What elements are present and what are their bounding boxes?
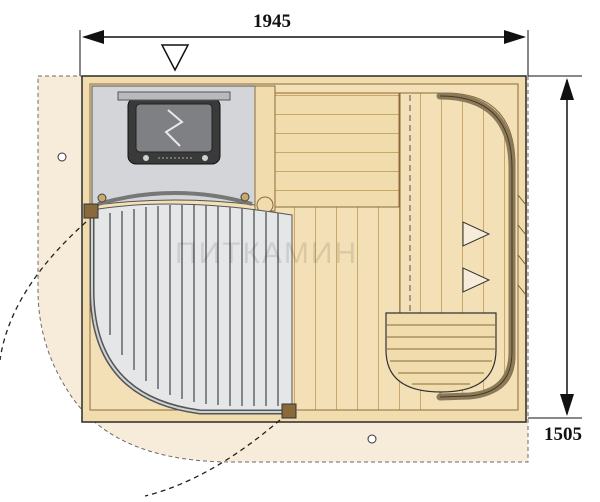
duckboard [109, 205, 279, 406]
lower-bench [274, 92, 400, 208]
door-swing-left [0, 221, 87, 361]
watermark: ПИТКАМИН [175, 237, 358, 270]
sauna-heater-icon [117, 91, 231, 165]
step-stool [385, 312, 497, 393]
triangle-down-icon [160, 44, 190, 72]
triangle-right-icon [462, 221, 491, 247]
heater-guard [97, 191, 253, 206]
width-dimension: 1945 [79, 11, 529, 78]
depth-dimension: 1505 [528, 75, 582, 445]
wall-rail [517, 194, 527, 296]
depth-label: 1505 [544, 424, 582, 445]
corner-post [254, 85, 276, 212]
door-swing-bottom [144, 419, 281, 497]
floor-dot [367, 434, 377, 444]
door-hinge [83, 203, 99, 219]
width-label: 1945 [253, 11, 291, 32]
floor-dot [57, 152, 67, 162]
door-hinge [281, 403, 297, 419]
triangle-right-icon [462, 267, 491, 293]
